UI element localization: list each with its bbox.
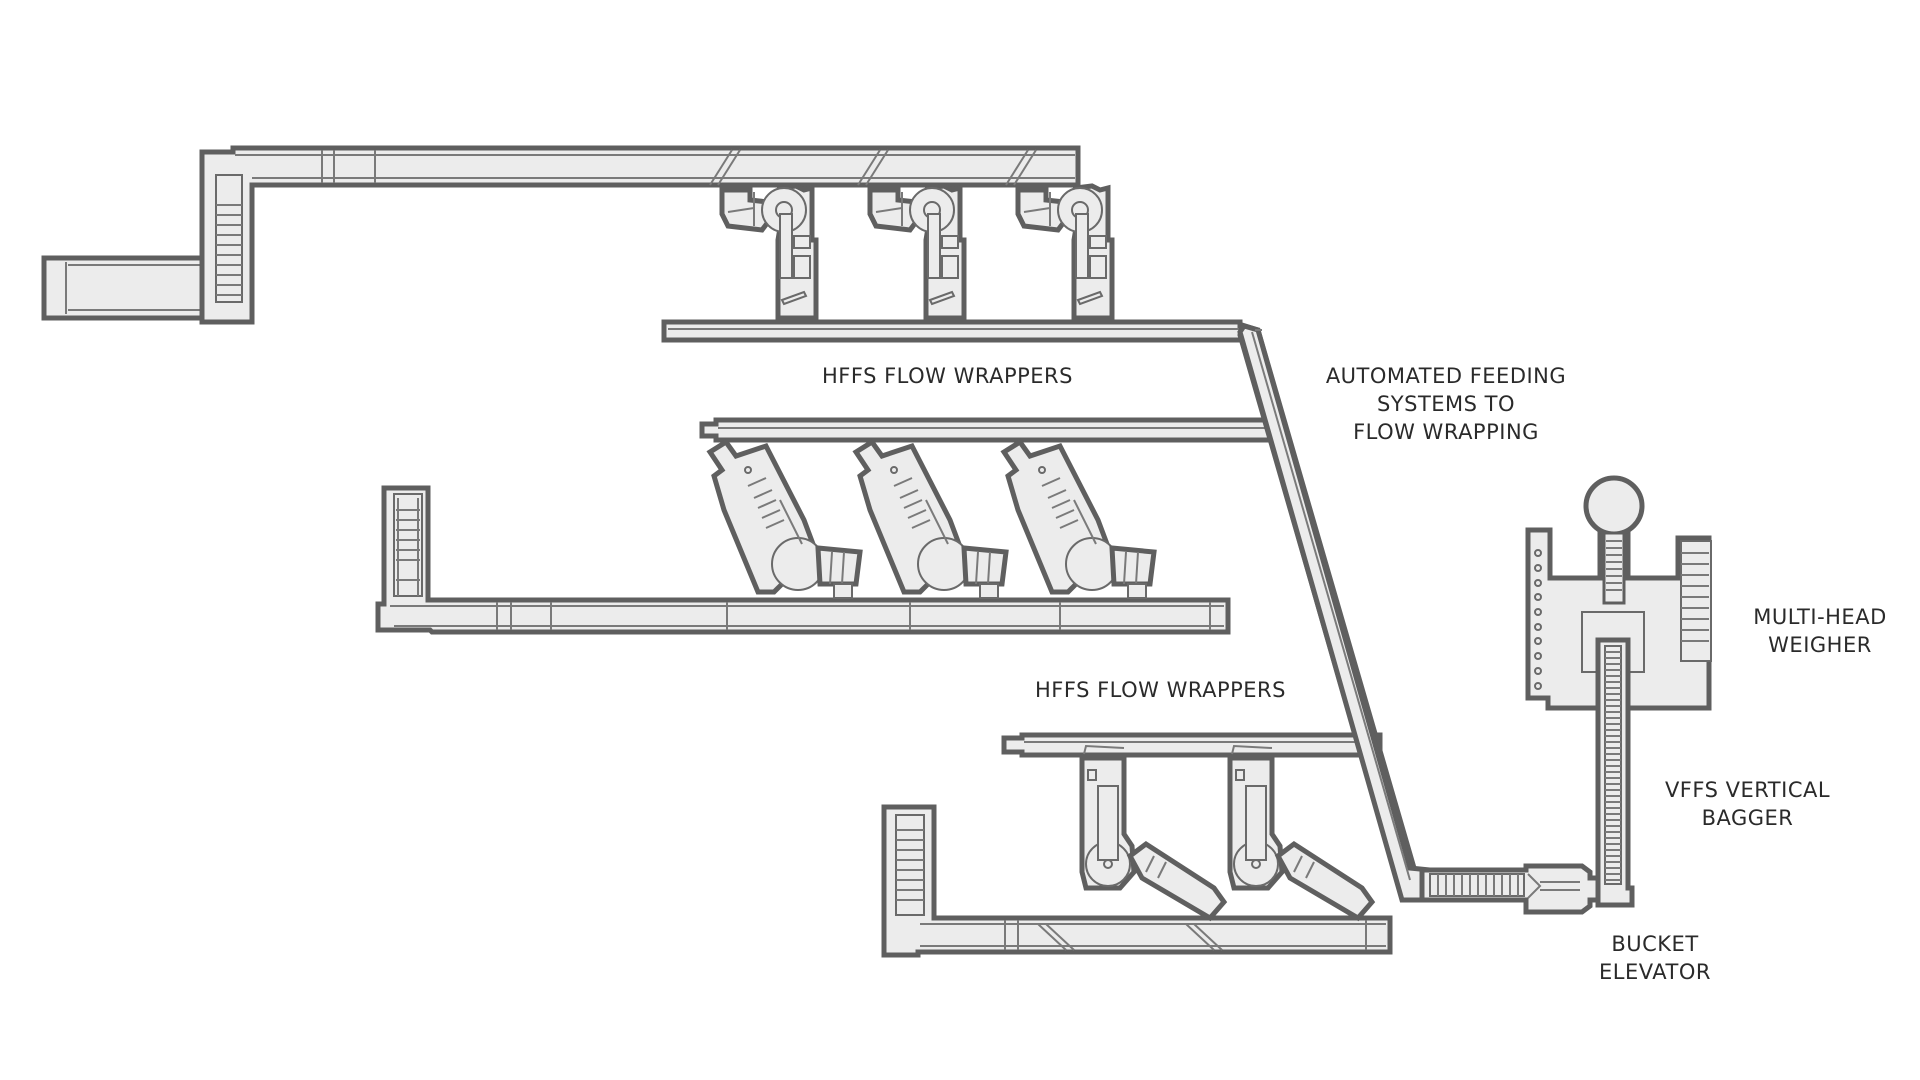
hffs-flow-wrapper-top — [709, 149, 819, 321]
middle-outfeed-conveyor — [375, 485, 1231, 635]
hffs-flow-wrapper-top — [1005, 149, 1115, 321]
hffs-flow-wrapper-middle — [1000, 438, 1157, 599]
label-vffs-vertical-bagger: VFFS VERTICAL BAGGER — [1655, 776, 1840, 832]
top-outfeed-conveyor — [661, 319, 1259, 343]
label-line: FLOW WRAPPING — [1353, 420, 1539, 444]
multi-head-weigher — [1525, 475, 1712, 711]
label-text: HFFS FLOW WRAPPERS — [1035, 678, 1286, 702]
hffs-flow-wrapper-middle — [706, 438, 863, 599]
label-automated-feeding: AUTOMATED FEEDING SYSTEMS TO FLOW WRAPPI… — [1310, 362, 1582, 446]
label-multi-head-weigher: MULTI-HEAD WEIGHER — [1735, 603, 1905, 659]
label-line: WEIGHER — [1768, 633, 1872, 657]
label-bucket-elevator: BUCKET ELEVATOR — [1580, 930, 1730, 986]
weigher-side-rack — [1680, 540, 1712, 662]
hffs-flow-wrapper-bottom — [1037, 744, 1228, 951]
elevator-rungs — [216, 204, 242, 296]
bottom-feed-conveyor — [1001, 732, 1383, 758]
top-feed-conveyor — [41, 145, 1081, 325]
weigher-hopper-top — [1583, 475, 1645, 537]
top-incline-elevator — [199, 145, 1081, 325]
hffs-flow-wrapper-top — [857, 149, 967, 321]
label-line: SYSTEMS TO — [1376, 392, 1516, 416]
label-line: BAGGER — [1701, 806, 1794, 830]
label-hffs-flow-wrappers-top: HFFS FLOW WRAPPERS — [815, 362, 1080, 390]
vffs-vertical-bagger-column — [1595, 637, 1635, 908]
label-hffs-flow-wrappers-bottom: HFFS FLOW WRAPPERS — [1028, 676, 1293, 704]
label-line: MULTI-HEAD — [1753, 605, 1887, 629]
label-text: HFFS FLOW WRAPPERS — [822, 364, 1073, 388]
label-line: ELEVATOR — [1599, 960, 1711, 984]
middle-feed-conveyor — [699, 417, 1285, 443]
label-line: AUTOMATED FEEDING — [1325, 364, 1567, 388]
label-line: BUCKET — [1611, 932, 1699, 956]
weigher-column-rungs — [1606, 540, 1622, 591]
bagger-rungs — [1605, 651, 1621, 881]
label-line: VFFS VERTICAL — [1664, 778, 1831, 802]
hffs-flow-wrapper-bottom — [1185, 744, 1376, 951]
bucket-elevator-infeed — [1419, 863, 1603, 915]
hffs-flow-wrapper-middle — [852, 438, 1009, 599]
top-infeed-hopper — [41, 255, 212, 321]
weigher-dial-rings — [1534, 549, 1542, 690]
bottom-outfeed-conveyor — [881, 804, 1393, 958]
